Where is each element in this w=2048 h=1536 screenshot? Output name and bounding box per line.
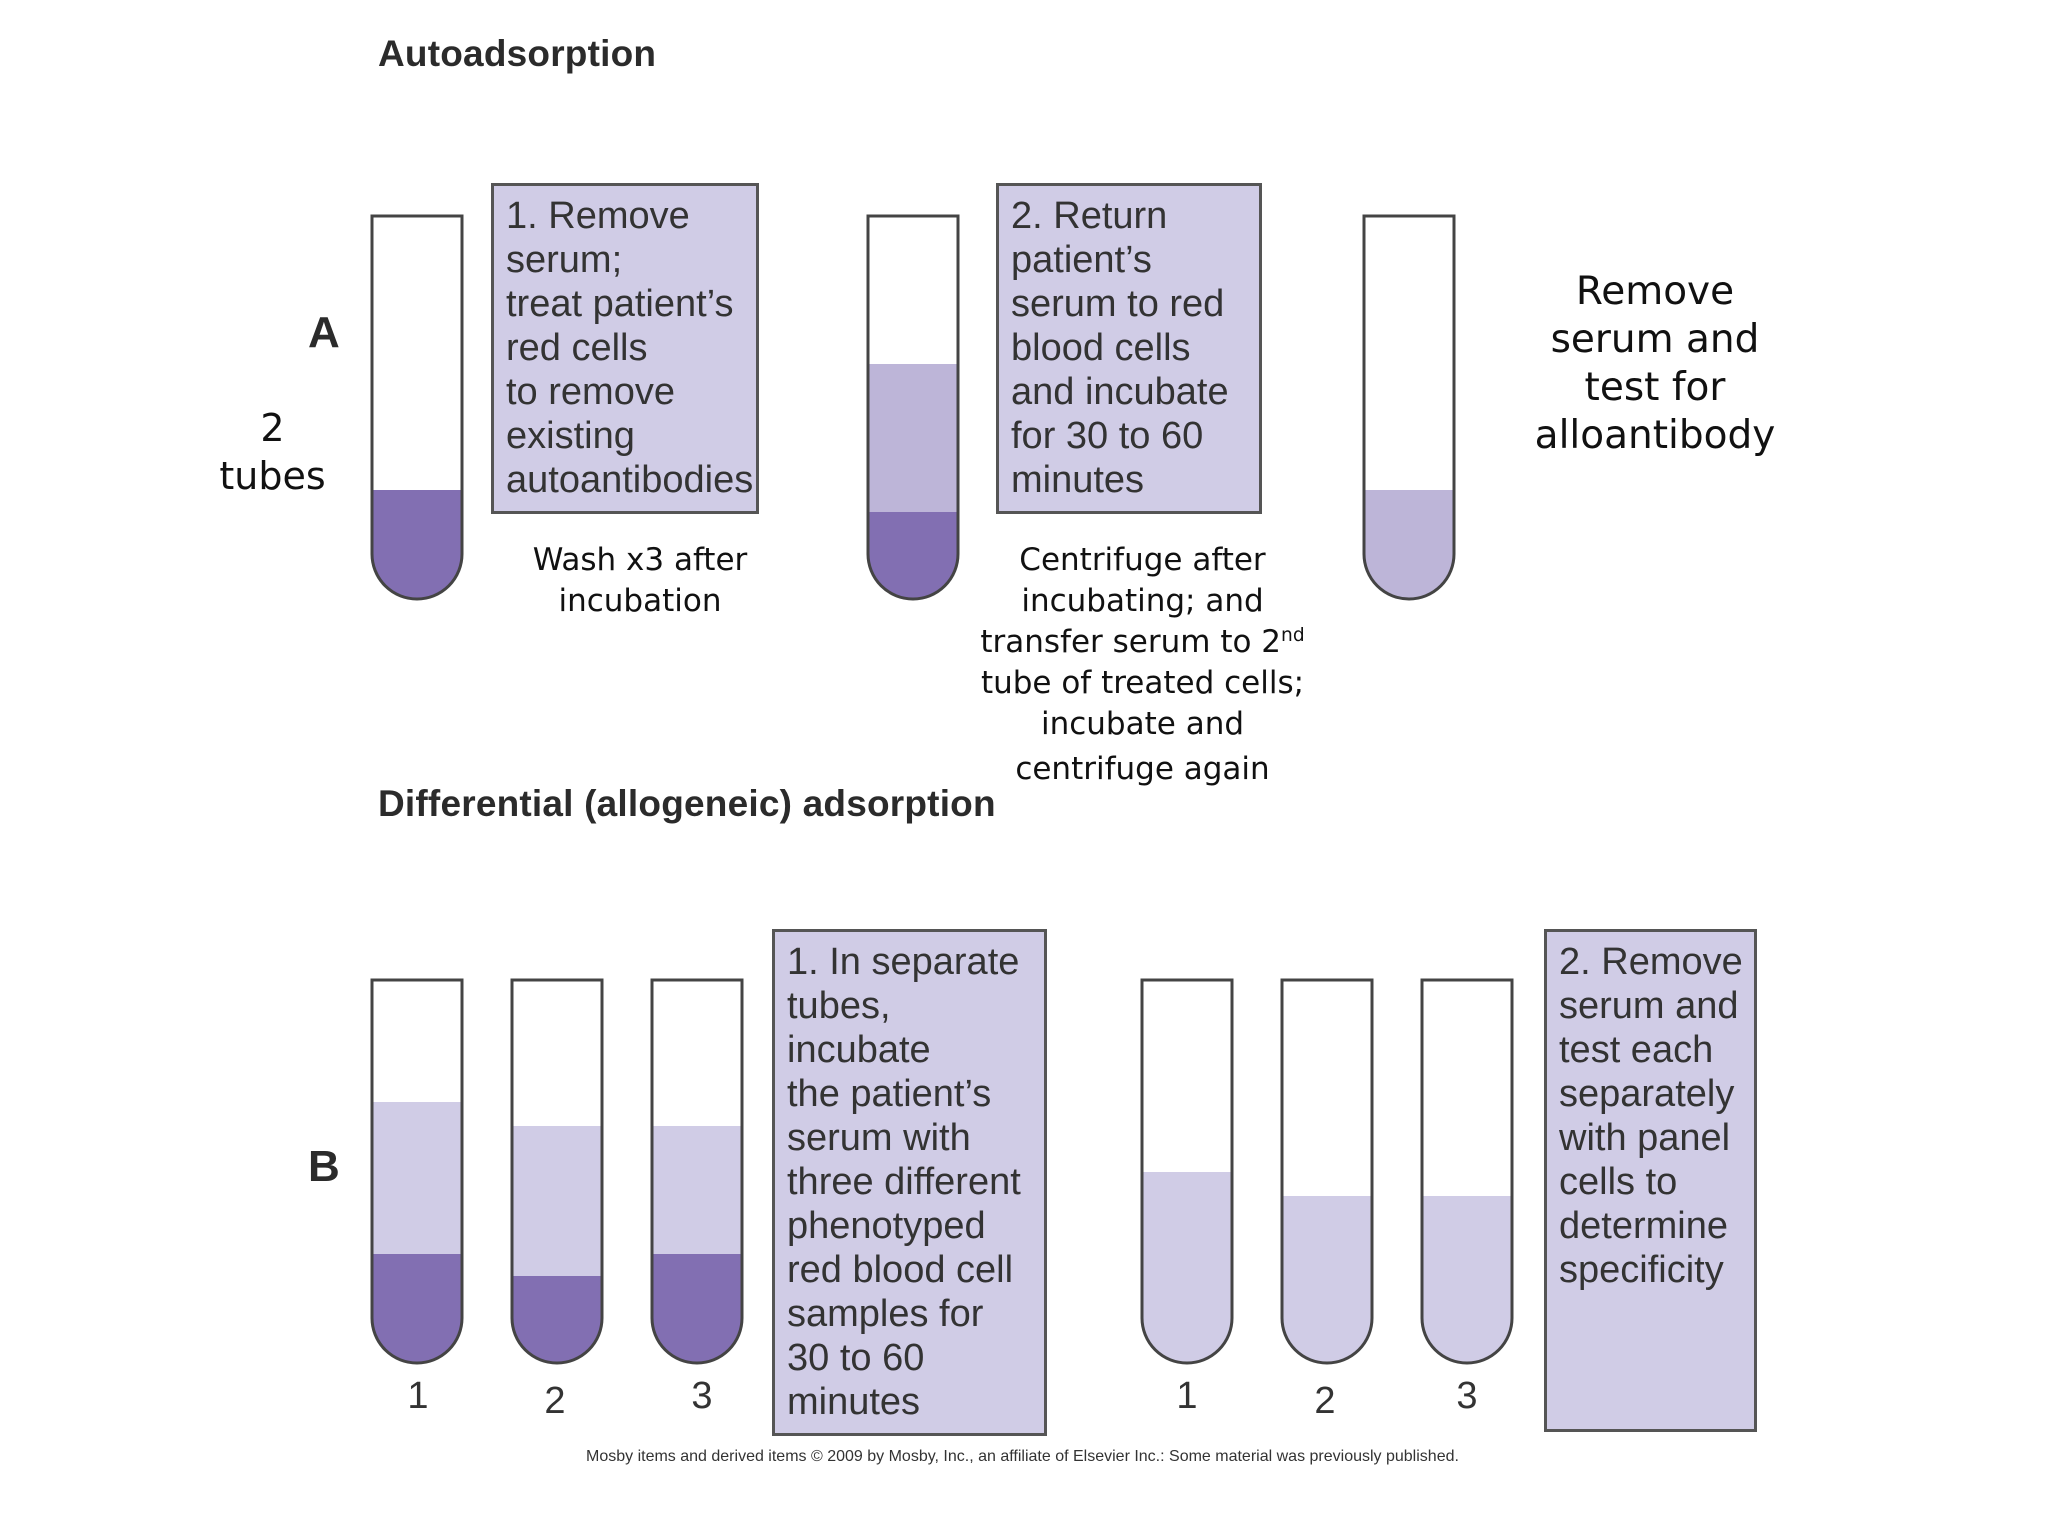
tube-b-right-1 [1140,978,1234,1365]
tube-b-right-3 [1420,978,1514,1365]
tube-b-left-1 [370,978,464,1365]
tube-b-left-1-cells [372,1254,462,1363]
tube-b-left-2-serum [512,1126,602,1278]
tube-a3-serum [1364,490,1454,599]
tube-b-left-3-label: 3 [691,1375,713,1417]
centrifuge-note-part2: tube of treated cells; incubate and [980,665,1305,742]
tube-b-right-1-label: 1 [1176,1375,1198,1417]
tube-a2-cells [868,512,958,599]
heading-autoadsorption: Autoadsorption [378,33,657,74]
tube-b-left-1-serum [372,1102,462,1256]
tube-b-left-1-label: 1 [407,1375,429,1417]
tube-b-left-2-cells [512,1276,602,1363]
wash-note: Wash x3 after incubation [532,542,748,619]
tube-b-right-3-label: 3 [1456,1375,1478,1417]
step1-box-b: 1. In separate tubes, incubate the patie… [772,929,1047,1436]
centrifuge-note-sup: nd [1281,625,1305,646]
tube-b-left-3-cells [652,1254,742,1363]
tube-b-left-2-label: 2 [544,1380,566,1422]
tube-b-left-2 [510,978,604,1365]
label-b: B [308,1142,340,1191]
tube-b-left-3 [650,978,744,1365]
copyright-notice: Mosby items and derived items © 2009 by … [586,1448,1459,1465]
tube-b-right-2-label: 2 [1314,1380,1336,1422]
final-note: Remove serum and test for alloantibody [1534,269,1776,458]
tube-b-right-2 [1280,978,1374,1365]
centrifuge-note: Centrifuge after incubating; and transfe… [940,540,1345,790]
step1-box-a: 1. Remove serum; treat patient’s red cel… [491,183,759,514]
tube-b-right-1-serum [1142,1172,1232,1363]
tube-a2-serum [868,364,958,514]
tube-b-right-3-serum [1422,1196,1512,1363]
step2-box-b: 2. Remove serum and test each separately… [1544,929,1757,1432]
centrifuge-note-part3: centrifuge again [1015,751,1270,787]
tube-b-right-2-serum [1282,1196,1372,1363]
tube-a2 [866,214,960,601]
tube-a1-cells [372,490,462,599]
heading-differential-adsorption: Differential (allogeneic) adsorption [378,783,996,824]
tube-b-left-3-serum [652,1126,742,1256]
tube-a3 [1362,214,1456,601]
tube-a1 [370,214,464,601]
label-a: A [308,308,340,357]
step2-box-a: 2. Return patient’s serum to red blood c… [996,183,1262,514]
centrifuge-note-part1: Centrifuge after incubating; and transfe… [980,542,1282,660]
tubes-count-note: 2 tubes [219,406,326,498]
